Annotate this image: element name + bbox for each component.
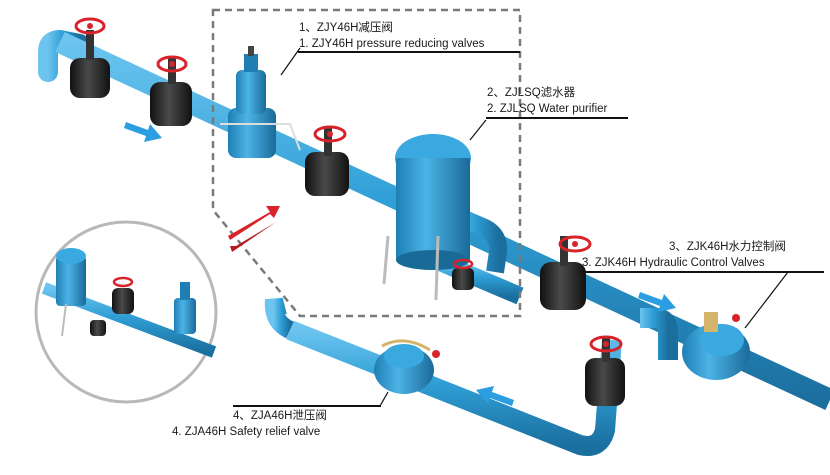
hydraulic-control-valve <box>682 312 750 380</box>
flow-arrow-1 <box>124 122 162 142</box>
gate-valve-1 <box>70 17 110 98</box>
label-purifier-en: 2. ZJLSQ Water purifier <box>487 103 608 115</box>
leader-relief <box>379 391 389 407</box>
pressure-reducing-valve <box>220 46 301 158</box>
leader-purifier <box>469 119 487 141</box>
underline-reducing <box>298 51 520 53</box>
gate-valve-2 <box>150 55 192 126</box>
label-relief-en: 4. ZJA46H Safety relief valve <box>172 426 321 438</box>
label-relief-cn: 4、ZJA46H泄压阀 <box>233 410 327 422</box>
label-reducing-en: 1. ZJY46H pressure reducing valves <box>299 38 485 50</box>
underline-purifier <box>486 117 628 119</box>
zoom-arrows <box>228 206 280 252</box>
gate-valve-4 <box>540 235 592 310</box>
label-reducing-cn: 1、ZJY46H减压阀 <box>299 22 393 34</box>
label-purifier-cn: 2、ZJLSQ滤水器 <box>487 87 576 99</box>
gate-valve-3 <box>305 125 349 196</box>
label-hydraulic-cn: 3、ZJK46H水力控制阀 <box>669 241 786 253</box>
underline-hydraulic <box>580 271 824 273</box>
leader-reducing <box>280 47 301 76</box>
flow-arrow-3 <box>476 386 514 406</box>
safety-relief-valve <box>374 339 440 394</box>
gate-valve-5 <box>585 335 625 406</box>
water-purifier <box>382 134 474 301</box>
underline-relief <box>233 405 381 407</box>
magnified-inset <box>34 220 218 404</box>
leader-hydraulic <box>744 271 789 329</box>
flow-arrow-2 <box>638 292 676 312</box>
highlight-dashed-box <box>211 8 522 318</box>
label-hydraulic-en: 3. ZJK46H Hydraulic Control Valves <box>582 257 765 269</box>
